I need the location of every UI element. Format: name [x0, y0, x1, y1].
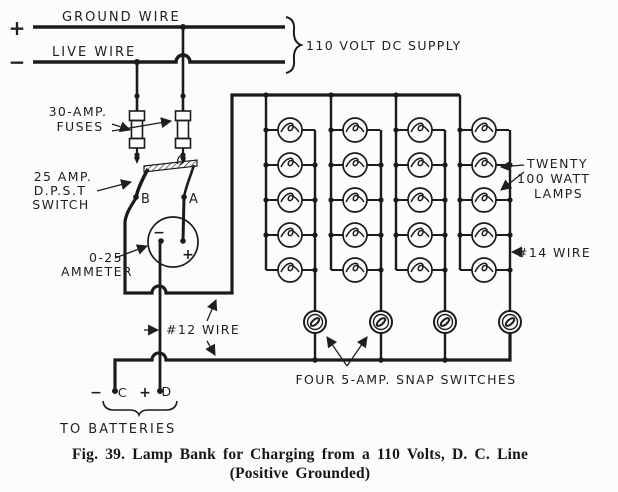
ammeter-plus-terminal: + [182, 247, 194, 263]
wire12-section: #12 WIRE [144, 298, 240, 356]
ammeter-icon: − + 0-25 AMMETER [61, 196, 199, 279]
supply-minus-sign: − [9, 50, 26, 74]
battery-terminal-d: D [161, 384, 172, 399]
live-wire-label: LIVE WIRE [52, 45, 136, 60]
caption-line1: Fig. 39. Lamp Bank for Charging from a 1… [72, 446, 528, 463]
supply-brace [285, 16, 304, 74]
supply-plus-sign: + [9, 16, 26, 40]
wire12-label: #12 WIRE [166, 322, 240, 337]
to-batteries-label: TO BATTERIES [59, 422, 176, 437]
ammeter-label-line1: 0-25 [89, 250, 123, 265]
battery-terminal-c: C [118, 385, 128, 400]
fuse-label-line1: 30-AMP. [49, 104, 108, 119]
caption-line2: (Positive Grounded) [230, 465, 370, 482]
lamps-label-line2: 100 WATT [517, 171, 590, 186]
battery-minus-sign: − [90, 385, 102, 401]
switch-terminal-a: A [189, 192, 200, 207]
switch-terminal-b: B [141, 192, 152, 207]
lamps-label-line1: TWENTY [526, 156, 588, 171]
main-wiring [113, 93, 512, 389]
battery-underbrace [102, 400, 178, 418]
wire14-label: #14 WIRE [517, 245, 591, 260]
ammeter-label-line2: AMMETER [61, 264, 133, 279]
bottom-bus-wire [113, 333, 512, 389]
lamp-bank: TWENTY 100 WATT LAMPS #14 WIRE [263, 92, 591, 311]
ammeter-minus-terminal: − [153, 225, 165, 241]
fuse-section: 30-AMP. FUSES [49, 27, 192, 164]
dc-supply-section: + − GROUND WIRE LIVE WIRE 110 VOLT DC SU… [9, 10, 461, 74]
dpst-switch-icon: B A 25 AMP. D.P.S.T SWITCH [32, 154, 200, 212]
snap-switches-label: FOUR 5-AMP. SNAP SWITCHES [295, 372, 516, 387]
switch-label-line2: D.P.S.T [34, 183, 87, 198]
fuse-label-line2: FUSES [56, 119, 103, 134]
battery-plus-sign: + [139, 385, 151, 401]
supply-label: 110 VOLT DC SUPPLY [306, 38, 461, 53]
b-side-wire [123, 93, 460, 295]
battery-terminal-section: − C + D TO BATTERIES [59, 384, 178, 437]
ground-wire-label: GROUND WIRE [62, 10, 181, 25]
lamps-label-line3: LAMPS [534, 186, 583, 201]
figure-caption: Fig. 39. Lamp Bank for Charging from a 1… [72, 446, 528, 482]
switch-label-line3: SWITCH [32, 197, 89, 212]
snap-switch-section: FOUR 5-AMP. SNAP SWITCHES [295, 310, 522, 387]
switch-label-line1: 25 AMP. [34, 169, 93, 184]
